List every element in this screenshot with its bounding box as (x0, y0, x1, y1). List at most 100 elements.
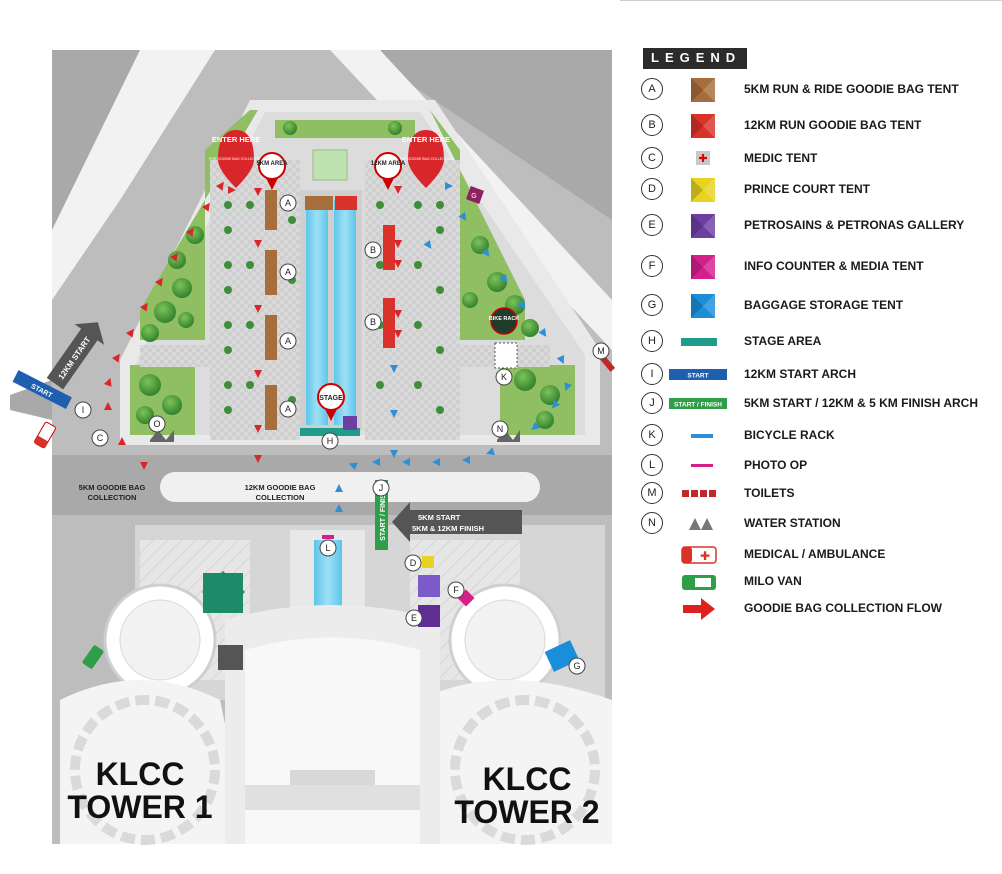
svg-text:B: B (370, 317, 376, 327)
area-12km-pin: 12KM AREA (371, 152, 406, 190)
legend-item: GOODIE BAG COLLECTION FLOW (637, 595, 997, 623)
svg-text:M: M (597, 346, 605, 356)
marker-h: H (321, 432, 339, 450)
legend-title: LEGEND (643, 48, 748, 69)
tent-icon (679, 212, 719, 240)
svg-text:A: A (285, 336, 291, 346)
svg-text:START / FINISH: START / FINISH (674, 402, 722, 409)
road-northeast (360, 50, 612, 220)
svg-text:G: G (573, 661, 580, 671)
legend-label: MILO VAN (744, 574, 802, 588)
marker-n: N (491, 420, 509, 438)
prince-court-tent (422, 556, 434, 568)
goodie-12km-label-2: COLLECTION (256, 493, 305, 502)
lawn-left (140, 110, 258, 340)
goodie-12km-label-1: 12KM GOODIE BAG (245, 483, 316, 492)
milo-van-icon (679, 568, 719, 596)
legend-key: I (641, 363, 663, 385)
enter-here-right-pin: ENTER HERE FOR GOODIE BAG COLLECTION (399, 130, 454, 188)
stage-icon (679, 328, 719, 356)
bicycle-rack-icon (679, 422, 719, 450)
enter-here-left-label: ENTER HERE (212, 135, 260, 144)
ambulance-icon: ✚ (679, 541, 719, 569)
marker-j: J (372, 479, 390, 497)
photo-op (322, 535, 334, 539)
legend-item: ✚ MEDICAL / AMBULANCE (637, 541, 997, 569)
stage-area (300, 428, 360, 436)
photo-op-icon (679, 452, 719, 480)
runner-flow-arrows (335, 182, 572, 512)
legend-item: D PRINCE COURT TENT (637, 176, 997, 204)
legend-key: D (641, 178, 663, 200)
legend-label: MEDIC TENT (744, 151, 818, 165)
goodie-5km-label-2: COLLECTION (88, 493, 137, 502)
arch-icon: START / FINISH (669, 390, 729, 418)
tent-icon (679, 112, 719, 140)
legend-label: WATER STATION (744, 516, 841, 530)
bike-rack-label: BIKE RACK (489, 316, 520, 322)
svg-text:D: D (410, 558, 417, 568)
toilets-icon (679, 480, 719, 508)
svg-text:A: A (285, 198, 291, 208)
svg-text:START: START (687, 373, 708, 380)
fountain-pool-right (334, 200, 356, 425)
marker-e: E (405, 609, 423, 627)
legend-label: MEDICAL / AMBULANCE (744, 547, 886, 561)
area-12km-label: 12KM AREA (371, 161, 406, 167)
legend-key: F (641, 255, 663, 277)
legend-item: N WATER STATION (637, 510, 997, 538)
arrow-5km-start: 5KM START 5KM & 12KM FINISH (392, 502, 522, 542)
enter-here-right-sub: FOR GOODIE BAG COLLECTION (399, 157, 454, 161)
bike-rack (494, 342, 518, 369)
legend-item: L PHOTO OP (637, 452, 997, 480)
tent-icon (679, 76, 719, 104)
klcc-tower-1-footprint (60, 583, 250, 845)
svg-text:I: I (82, 405, 85, 415)
arrow-right-icon (679, 595, 719, 623)
legend-key: N (641, 512, 663, 534)
legend-item: J START / FINISH 5KM START / 12KM & 5 KM F… (637, 390, 997, 418)
legend-key: A (641, 78, 663, 100)
map-markers: A A A A B B C D E F G G H I J K L M N O (74, 189, 610, 675)
legend-key: J (641, 392, 663, 414)
legend-item: MILO VAN (637, 568, 997, 596)
svg-text:G: G (471, 193, 476, 200)
tent-icon (679, 253, 719, 281)
label-5km-start: 5KM START (418, 513, 461, 522)
medic-tent-icon: ✚ (679, 145, 719, 173)
legend-label: PHOTO OP (744, 458, 808, 472)
legend-label: 12KM RUN GOODIE BAG TENT (744, 118, 922, 132)
svg-text:N: N (497, 424, 504, 434)
event-map: START START / FINISH 12KM START 5KM STAR… (10, 50, 616, 845)
petrosains-tent (418, 575, 440, 597)
legend-label: PRINCE COURT TENT (744, 182, 870, 196)
legend-label: 5KM START / 12KM & 5 KM FINISH ARCH (744, 396, 979, 410)
trees (136, 121, 560, 429)
tower1-tent (203, 573, 243, 613)
svg-text:L: L (325, 543, 330, 553)
legend-key: L (641, 454, 663, 476)
goodie-bag-flow-arrows (104, 181, 402, 470)
svg-text:E: E (411, 613, 417, 623)
marker-b1: B (364, 241, 382, 259)
svg-text:F: F (453, 585, 459, 595)
legend-label: STAGE AREA (744, 334, 822, 348)
tower2-label-2: TOWER 2 (454, 794, 599, 830)
water-station-icon (679, 510, 719, 538)
tower1-label-2: TOWER 1 (67, 789, 212, 825)
tower1-grey-tent (218, 645, 243, 670)
svg-text:C: C (97, 433, 104, 443)
start-finish-arch: START / FINISH (375, 480, 388, 550)
svg-text:A: A (285, 267, 291, 277)
enter-here-left-sub: FOR GOODIE BAG COLLECTION (209, 157, 264, 161)
marker-g: G (568, 657, 586, 675)
median (160, 472, 540, 502)
legend-label: BICYCLE RACK (744, 428, 835, 442)
area-5km-label: 5KM AREA (256, 161, 288, 167)
svg-text:J: J (379, 483, 384, 493)
tent-icon (679, 292, 719, 320)
